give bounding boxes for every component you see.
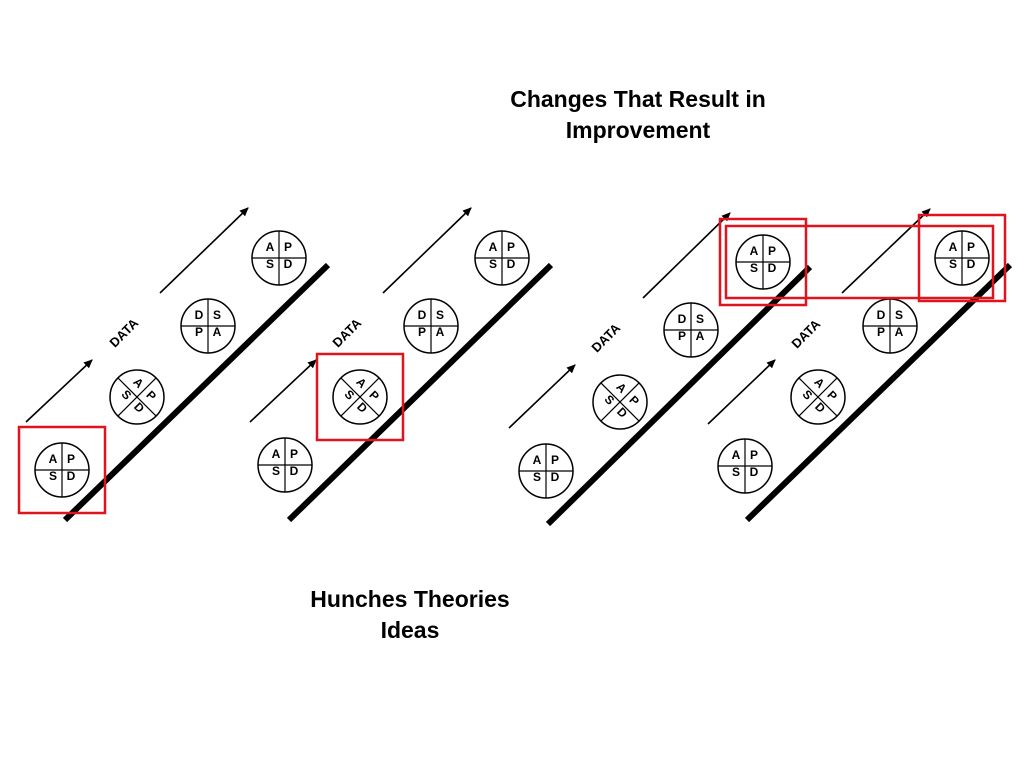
diagram-title-bottom: Hunches Theories Ideas — [270, 584, 550, 646]
cycle-letter-p: P — [551, 453, 559, 467]
data-label: DATA — [329, 315, 364, 350]
cycle-letter-s: S — [533, 470, 541, 484]
cycle-letter-d: D — [195, 308, 204, 322]
highlight-box — [917, 213, 1007, 303]
cycle-letter-d: D — [290, 464, 299, 478]
cycle-letter-s: S — [895, 308, 903, 322]
highlight-box — [718, 217, 808, 307]
cycle-letter-p: P — [507, 240, 515, 254]
cycle-letter-a: A — [696, 329, 705, 343]
ramp-baseline — [545, 264, 813, 527]
data-label: DATA — [788, 316, 823, 351]
data-arrow — [508, 364, 576, 429]
data-arrow — [642, 212, 731, 299]
cycle-letter-d: D — [768, 261, 777, 275]
data-arrow — [249, 359, 317, 423]
cycle-letter-d: D — [507, 257, 516, 271]
cycle-letter-p: P — [877, 325, 885, 339]
ramp-baseline — [286, 262, 554, 523]
cycle-letter-a: A — [732, 448, 741, 462]
title-bottom-line-1: Hunches Theories — [310, 586, 510, 612]
cycle-letter-p: P — [678, 329, 686, 343]
cycle-letter-d: D — [284, 257, 293, 271]
cycle-letter-a: A — [533, 453, 542, 467]
data-arrow — [159, 207, 249, 294]
title-bottom-line-2: Ideas — [380, 617, 440, 643]
cycle-divider-vertical — [600, 382, 640, 422]
cycle-letter-a: A — [436, 325, 445, 339]
data-arrow — [25, 359, 93, 423]
cycle-letter-p: P — [290, 447, 298, 461]
ramp-baseline — [62, 262, 331, 523]
cycle-letter-s: S — [436, 308, 444, 322]
cycle-divider-vertical — [117, 377, 157, 417]
cycle-divider-vertical — [798, 377, 838, 417]
cycle-letter-s: S — [49, 469, 57, 483]
cycle-letter-a: A — [895, 325, 904, 339]
cycle-letter-s: S — [732, 465, 740, 479]
cycle-divider-vertical — [340, 377, 380, 417]
highlight-box-span — [724, 224, 995, 300]
data-arrow — [382, 207, 472, 294]
cycle-letter-d: D — [877, 308, 886, 322]
cycle-letter-p: P — [768, 244, 776, 258]
cycle-letter-s: S — [949, 257, 957, 271]
title-top-line-2: Improvement — [565, 117, 711, 143]
cycle-letter-a: A — [750, 244, 759, 258]
cycle-letter-s: S — [213, 308, 221, 322]
cycle-letter-a: A — [213, 325, 222, 339]
data-label: DATA — [106, 315, 141, 350]
cycle-letter-p: P — [195, 325, 203, 339]
cycle-letter-d: D — [551, 470, 560, 484]
title-top-line-1: Changes That Result in — [510, 86, 766, 112]
highlight-box — [315, 352, 405, 442]
cycle-letter-d: D — [967, 257, 976, 271]
cycle-letter-a: A — [266, 240, 275, 254]
cycle-letter-a: A — [489, 240, 498, 254]
cycle-letter-s: S — [696, 312, 704, 326]
cycle-letter-p: P — [284, 240, 292, 254]
cycle-letter-d: D — [67, 469, 76, 483]
cycle-letter-p: P — [67, 452, 75, 466]
data-arrow — [841, 208, 931, 294]
cycle-letter-s: S — [266, 257, 274, 271]
cycle-letter-p: P — [418, 325, 426, 339]
cycle-letter-a: A — [949, 240, 958, 254]
cycle-letter-p: P — [967, 240, 975, 254]
data-label: DATA — [588, 320, 623, 355]
cycle-letter-d: D — [678, 312, 687, 326]
ramp-baseline — [744, 262, 1013, 523]
highlight-box — [17, 425, 107, 515]
data-arrow — [707, 359, 776, 425]
cycle-letter-a: A — [49, 452, 58, 466]
diagram-title-top: Changes That Result in Improvement — [468, 84, 808, 146]
cycle-letter-a: A — [272, 447, 281, 461]
cycle-letter-s: S — [750, 261, 758, 275]
cycle-letter-s: S — [489, 257, 497, 271]
cycle-letter-d: D — [750, 465, 759, 479]
cycle-letter-p: P — [750, 448, 758, 462]
cycle-letter-s: S — [272, 464, 280, 478]
cycle-letter-d: D — [418, 308, 427, 322]
